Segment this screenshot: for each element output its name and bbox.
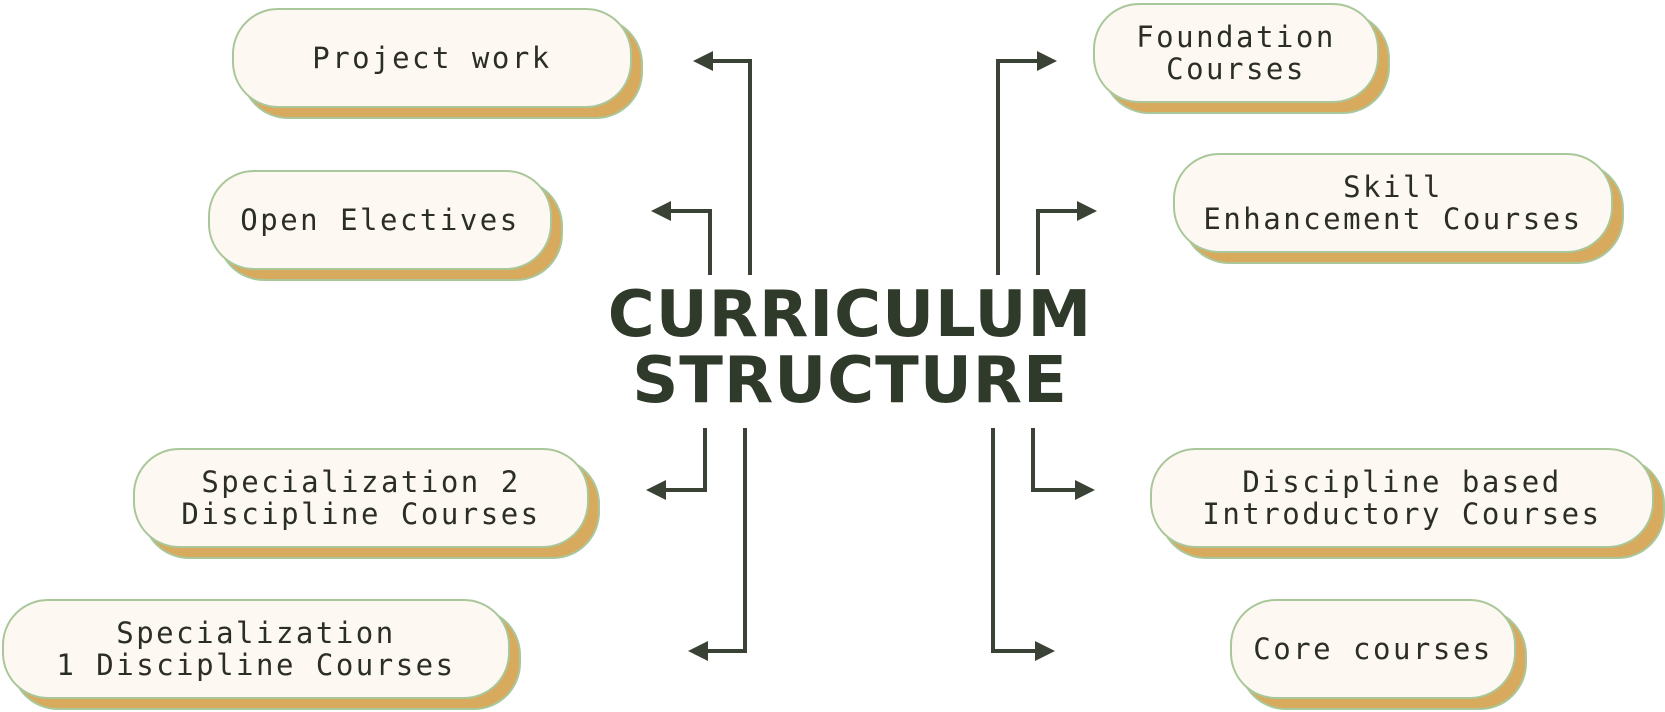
title-line-2: STRUCTURE [632, 344, 1068, 418]
node-discipline-introductory: Discipline based Introductory Courses [1150, 448, 1654, 548]
arrow-to-foundation-courses [996, 51, 1057, 275]
node-skill-enhancement: Skill Enhancement Courses [1173, 153, 1613, 253]
arrow-to-discipline-introductory [1031, 428, 1095, 500]
node-core-courses: Core courses [1230, 599, 1516, 699]
node-foundation-courses: Foundation Courses [1093, 3, 1379, 103]
node-specialization-1: Specialization 1 Discipline Courses [2, 599, 510, 699]
node-project-work: Project work [232, 8, 632, 108]
arrow-to-specialization-2 [646, 428, 707, 500]
arrow-to-open-electives [651, 201, 712, 275]
arrow-to-project-work [693, 51, 752, 275]
arrow-to-skill-enhancement [1036, 201, 1097, 275]
diagram-title: CURRICULUM STRUCTURE [560, 282, 1140, 414]
arrow-to-specialization-1 [688, 428, 747, 661]
arrow-to-core-courses [991, 428, 1055, 661]
node-specialization-2: Specialization 2 Discipline Courses [133, 448, 589, 548]
node-open-electives: Open Electives [208, 170, 552, 270]
title-line-1: CURRICULUM [607, 278, 1093, 352]
